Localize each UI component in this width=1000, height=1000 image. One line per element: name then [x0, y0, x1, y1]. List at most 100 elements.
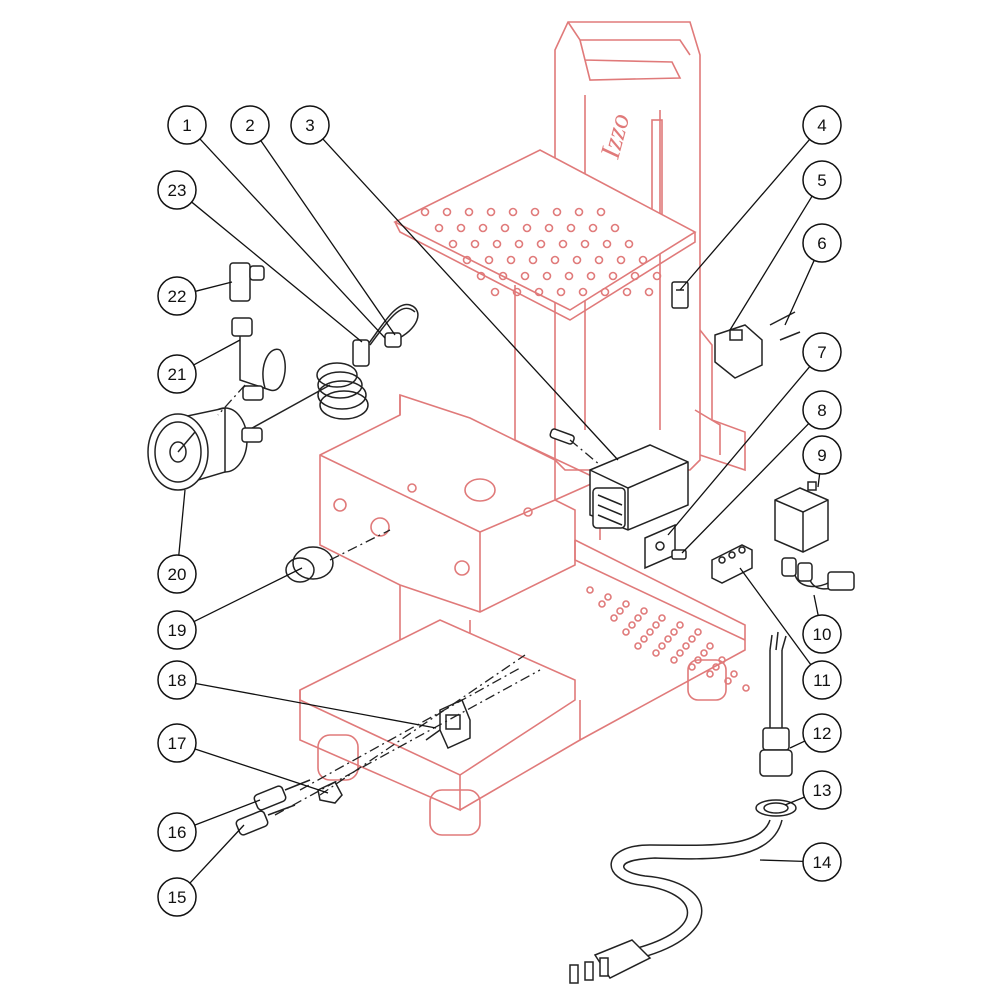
thermostat-clip — [671, 281, 689, 309]
perforation-hole — [600, 287, 610, 297]
wire-connector — [781, 557, 855, 591]
perforation-hole — [706, 642, 714, 650]
perforation-hole — [730, 670, 738, 678]
perforation-hole — [578, 287, 588, 297]
callout-circle — [157, 170, 197, 210]
perforation-hole — [670, 656, 678, 664]
mounting-pin — [549, 428, 575, 445]
leader-line-17 — [194, 748, 329, 794]
terminal-block — [711, 544, 753, 584]
callout-number: 20 — [168, 565, 187, 584]
perforation-hole — [558, 239, 568, 249]
perforation-hole — [622, 600, 630, 608]
tee-fitting — [229, 262, 265, 302]
callout-23: 23 — [157, 170, 197, 210]
callout-8: 8 — [802, 390, 842, 430]
leader-line-15 — [189, 824, 245, 884]
leader-line-8 — [681, 423, 810, 554]
callout-22: 22 — [157, 276, 197, 316]
callout-number: 6 — [817, 234, 826, 253]
leader-line-14 — [759, 859, 804, 863]
callout-6: 6 — [802, 223, 842, 263]
perforation-hole — [536, 239, 546, 249]
perforation-hole — [646, 628, 654, 636]
callout-16: 16 — [157, 812, 197, 852]
perforation-hole — [718, 656, 726, 664]
callout-circle — [802, 332, 842, 372]
callout-circle — [802, 713, 842, 753]
perforation-hole — [508, 207, 518, 217]
callout-circle — [157, 660, 197, 700]
perforation-hole — [586, 271, 596, 281]
perforation-hole — [640, 607, 648, 615]
leader-line-18 — [195, 682, 437, 729]
steam-valve-15 — [235, 804, 296, 836]
callout-circle — [157, 354, 197, 394]
perforation-hole — [706, 670, 714, 678]
callout-circle — [230, 105, 270, 145]
perforation-hole — [520, 271, 530, 281]
callout-number: 19 — [168, 621, 187, 640]
leader-line-2 — [260, 140, 396, 336]
leader-line-16 — [194, 799, 261, 826]
perforation-hole — [610, 223, 620, 233]
callout-circle — [802, 160, 842, 200]
callout-17: 17 — [157, 723, 197, 763]
perforation-hole — [628, 621, 636, 629]
callout-number: 18 — [168, 671, 187, 690]
perforation-hole — [634, 614, 642, 622]
perforation-hole — [514, 239, 524, 249]
perforation-hole — [490, 287, 500, 297]
pressostat-tube — [231, 317, 286, 401]
callout-9: 9 — [802, 435, 842, 475]
gauge-tube-fitting — [352, 303, 419, 367]
perforation-hole — [670, 628, 678, 636]
cable-nut — [763, 802, 789, 814]
perforation-hole — [522, 223, 532, 233]
top-perforated-plate — [393, 149, 697, 321]
callout-21: 21 — [157, 354, 197, 394]
leader-line-20 — [178, 489, 186, 556]
leader-line-10 — [813, 594, 819, 616]
perforation-hole — [604, 593, 612, 601]
leader-line-5 — [729, 195, 813, 331]
perforation-hole — [596, 207, 606, 217]
callout-number: 12 — [813, 724, 832, 743]
perforation-hole — [652, 271, 662, 281]
callout-number: 4 — [817, 116, 826, 135]
perforation-hole — [602, 239, 612, 249]
callout-circle — [802, 660, 842, 700]
perforation-hole — [688, 663, 696, 671]
callout-circle — [802, 390, 842, 430]
perforation-hole — [658, 614, 666, 622]
callout-circle — [157, 723, 197, 763]
callout-20: 20 — [157, 554, 197, 594]
perforation-hole — [700, 649, 708, 657]
perforation-hole — [556, 287, 566, 297]
capillary-tube-coil — [241, 344, 369, 443]
perforation-hole — [742, 684, 750, 692]
perforation-hole — [676, 621, 684, 629]
leader-line-21 — [193, 339, 241, 366]
callout-number: 11 — [813, 671, 831, 690]
perforation-hole — [630, 271, 640, 281]
perforation-hole — [580, 239, 590, 249]
perforation-hole — [682, 642, 690, 650]
leader-line-22 — [195, 281, 233, 292]
perforation-hole — [598, 600, 606, 608]
perforation-hole — [512, 287, 522, 297]
perforation-hole — [622, 287, 632, 297]
perforation-hole — [712, 663, 720, 671]
callout-number: 22 — [168, 287, 187, 306]
perforation-hole — [456, 223, 466, 233]
perforation-hole — [688, 635, 696, 643]
base-frame — [299, 539, 750, 836]
callout-circle — [157, 812, 197, 852]
callout-number: 5 — [817, 171, 826, 190]
pressure-gauge — [147, 407, 248, 491]
perforation-hole — [586, 586, 594, 594]
perforation-hole — [478, 223, 488, 233]
perforation-hole — [676, 649, 684, 657]
callout-number: 15 — [168, 888, 187, 907]
